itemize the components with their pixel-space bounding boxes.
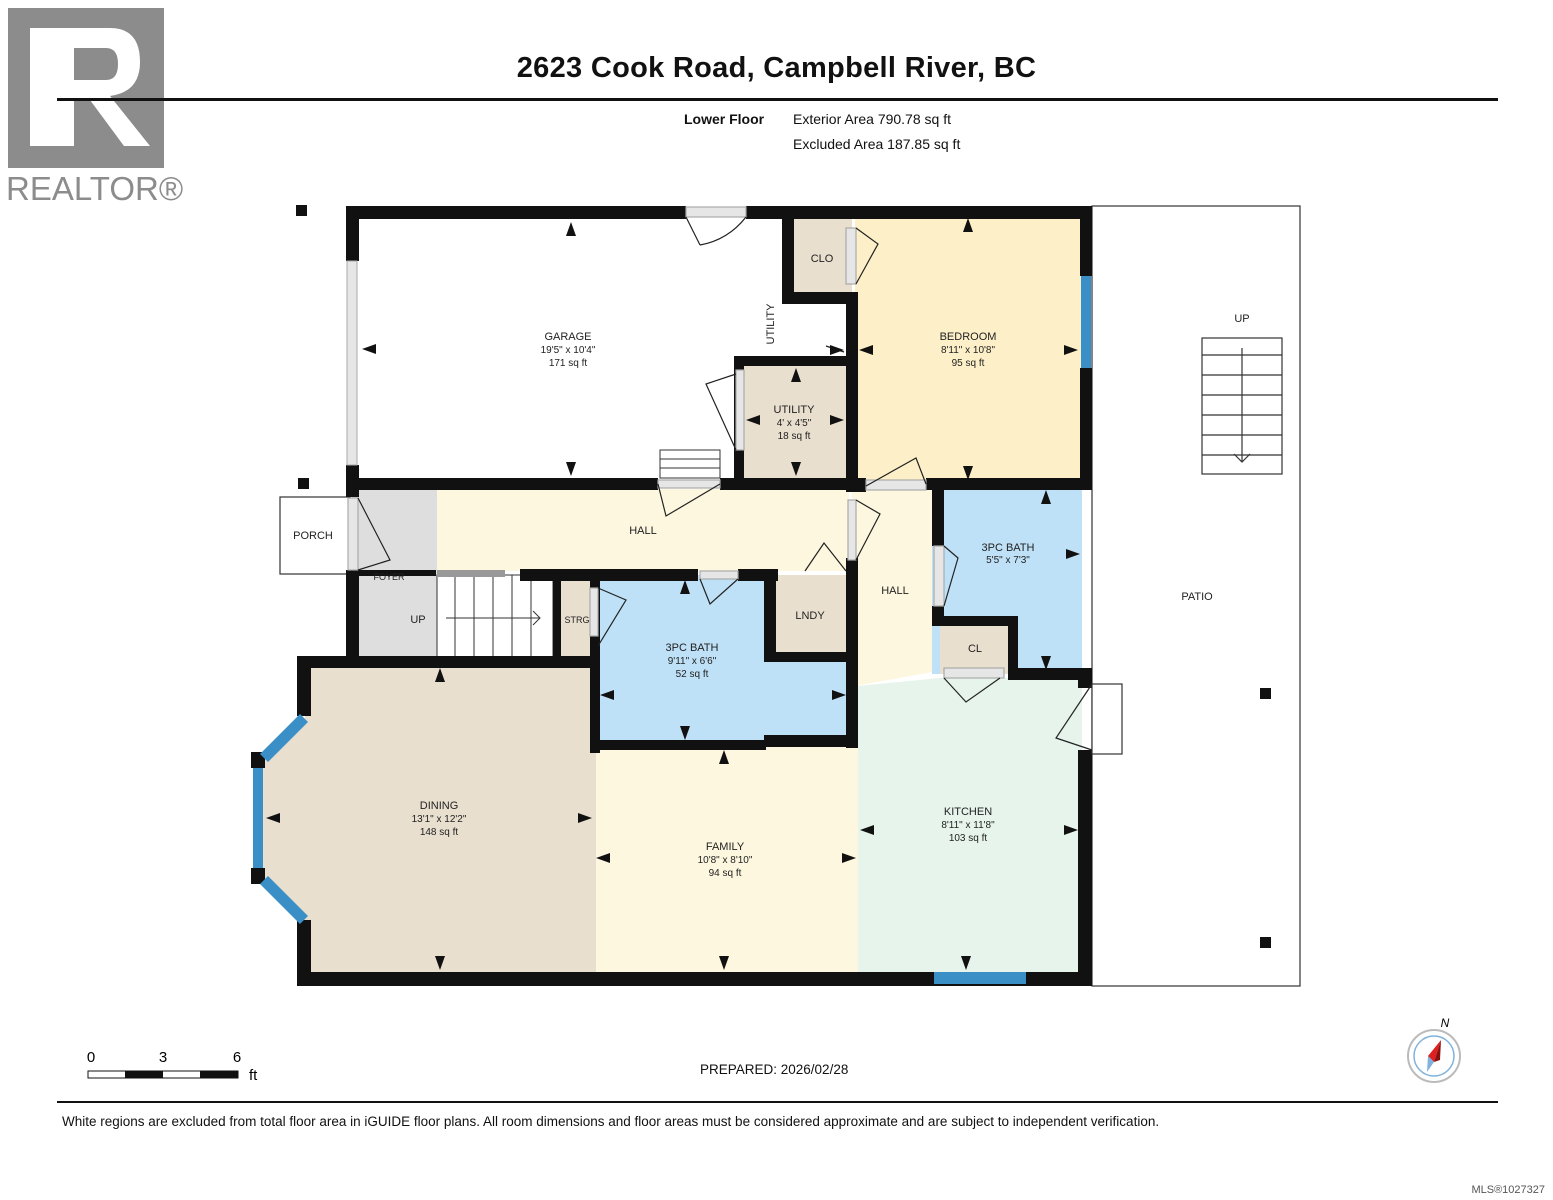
utility-dims: 4' x 4'5" [777, 418, 812, 429]
foyer-label: FOYER [373, 572, 405, 582]
bedroom-dims: 8'11" x 10'8" [941, 345, 996, 356]
strg-label: STRG [564, 615, 589, 625]
bath-main-dims: 9'11" x 6'6" [668, 656, 717, 667]
bedroom-fill [855, 212, 1085, 484]
dimension-arrows [266, 218, 1080, 970]
page-title: 2623 Cook Road, Campbell River, BC [516, 52, 1037, 84]
family-area: 94 sq ft [709, 868, 742, 879]
kitchen-fill [858, 678, 1082, 975]
family-fill [596, 747, 858, 975]
scale-bar: 0 3 6 ft [87, 1049, 258, 1084]
bedroom-name: BEDROOM [940, 331, 997, 343]
garage-side-door [346, 260, 358, 466]
footer-rule [57, 1101, 1498, 1103]
exterior-area: Exterior Area 790.78 sq ft [793, 111, 951, 127]
garage-area: 171 sq ft [549, 358, 588, 369]
room-labels: GARAGE 19'5" x 10'4" 171 sq ft BEDROOM 8… [293, 253, 1250, 879]
lndy-label: LNDY [795, 610, 825, 622]
utility-vertical-label: UTILITY [765, 303, 777, 345]
garage-appliance [659, 449, 721, 479]
mls-number: MLS®1027327 [1471, 1184, 1545, 1196]
family-name: FAMILY [706, 841, 745, 853]
kitchen-dims: 8'11" x 11'8" [941, 820, 995, 831]
patio-label: PATIO [1181, 591, 1213, 603]
clo-label: CLO [811, 253, 834, 265]
realtor-logo: REALTOR® [0, 0, 190, 215]
dining-name: DINING [420, 800, 459, 812]
compass-north: N [1441, 1016, 1450, 1030]
hall-main-label: HALL [629, 525, 657, 537]
bath-main-name: 3PC BATH [666, 642, 719, 654]
interior-stairs [436, 574, 554, 661]
scale-tick-0: 0 [87, 1049, 95, 1066]
dining-fill [260, 665, 596, 975]
bath-main-area: 52 sq ft [676, 669, 709, 680]
room-fills [260, 212, 1085, 975]
garage-dims: 19'5" x 10'4" [541, 345, 596, 356]
porch-outline [279, 496, 351, 575]
windows [253, 276, 1091, 984]
garage-name: GARAGE [544, 331, 591, 343]
compass-icon: N [1407, 1016, 1461, 1083]
kitchen-name: KITCHEN [944, 806, 992, 818]
hall-side-fill [852, 489, 932, 686]
dining-dims: 13'1" x 12'2" [412, 814, 467, 825]
dining-area: 148 sq ft [420, 827, 459, 838]
realtor-wordmark: REALTOR® [6, 170, 183, 207]
scale-unit: ft [249, 1067, 258, 1084]
disclaimer: White regions are excluded from total fl… [62, 1114, 1160, 1129]
stair-rail [437, 570, 505, 577]
patio-stairs [1201, 337, 1283, 475]
lndy-fill [764, 575, 852, 658]
stairs-up-label: UP [410, 614, 425, 626]
hall-side-label: HALL [881, 585, 909, 597]
floor-label: Lower Floor [684, 111, 765, 127]
posts [296, 205, 1271, 948]
doors [347, 206, 1123, 755]
prepared-date: PREPARED: 2026/02/28 [700, 1062, 849, 1077]
strg-fill [556, 575, 596, 663]
family-dims: 10'8" x 8'10" [698, 855, 753, 866]
cl-fill [940, 622, 1016, 674]
utility-area: 18 sq ft [778, 431, 811, 442]
patio-up-label: UP [1234, 313, 1249, 325]
bath-ensuite-name: 3PC BATH [982, 542, 1035, 554]
patio-outline [1091, 205, 1301, 987]
excluded-area: Excluded Area 187.85 sq ft [793, 136, 961, 152]
bedroom-area: 95 sq ft [952, 358, 985, 369]
kitchen-area: 103 sq ft [949, 833, 988, 844]
walls [251, 206, 1092, 986]
scale-tick-6: 6 [233, 1049, 241, 1066]
cl-label: CL [968, 643, 982, 655]
header-rule [57, 98, 1498, 101]
bath-ensuite-dims: 5'5" x 7'3" [986, 555, 1030, 566]
scale-tick-3: 3 [159, 1049, 167, 1066]
hall-main-fill [437, 489, 849, 571]
utility-name: UTILITY [774, 404, 816, 416]
porch-label: PORCH [293, 530, 333, 542]
